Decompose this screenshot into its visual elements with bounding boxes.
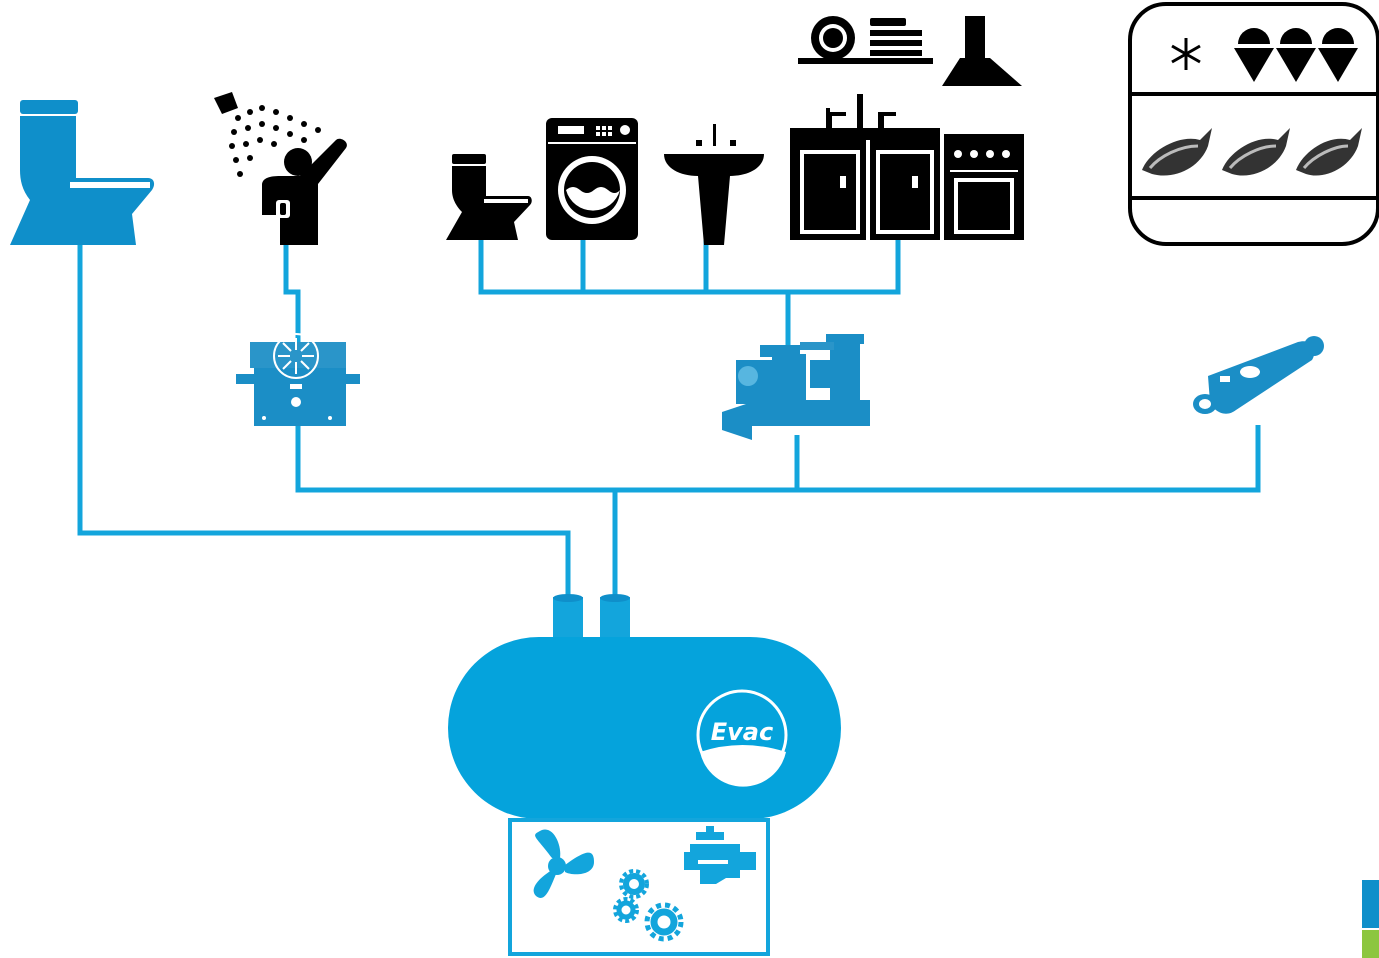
pipe-shower-to-drain [283, 245, 301, 342]
range-hood-icon [942, 16, 1022, 86]
utility-toilet-icon [446, 154, 532, 240]
sink-icon [664, 124, 764, 245]
cold-storage-box [1128, 2, 1379, 246]
gears-icon [613, 869, 684, 942]
fish-icon [1142, 128, 1212, 176]
engine-room-box [508, 818, 770, 956]
ice-cream-icon [1276, 28, 1316, 82]
ice-cream-icon [1234, 28, 1274, 82]
pipe-utilities-collector [478, 240, 901, 295]
pipe-toilet-to-tank [77, 245, 571, 600]
brand-accent-bars [1362, 880, 1379, 958]
interface-valve-icon [1193, 336, 1324, 414]
snowflake-icon [1171, 38, 1201, 70]
washing-machine-icon [546, 118, 638, 240]
evac-logo: Evac [696, 689, 788, 787]
vacuum-pump-unit-icon [722, 334, 870, 440]
plate-stack-icon [798, 16, 933, 64]
stove-icon [944, 134, 1024, 240]
pipe-network [77, 240, 1261, 600]
fish-icon [1296, 128, 1362, 176]
pipe-drain-to-main [295, 425, 1261, 493]
shower-icon [214, 92, 347, 245]
propeller-icon [533, 829, 594, 898]
kitchen-cabinet-icon [790, 94, 940, 240]
evac-logo-text: Evac [711, 718, 773, 746]
fish-icon [1222, 128, 1290, 176]
collection-tank: Evac [448, 594, 841, 819]
drain-unit-icon [236, 333, 360, 426]
ice-cream-icon [1318, 28, 1358, 82]
toilet-icon [10, 100, 155, 245]
engine-icon [684, 826, 756, 884]
